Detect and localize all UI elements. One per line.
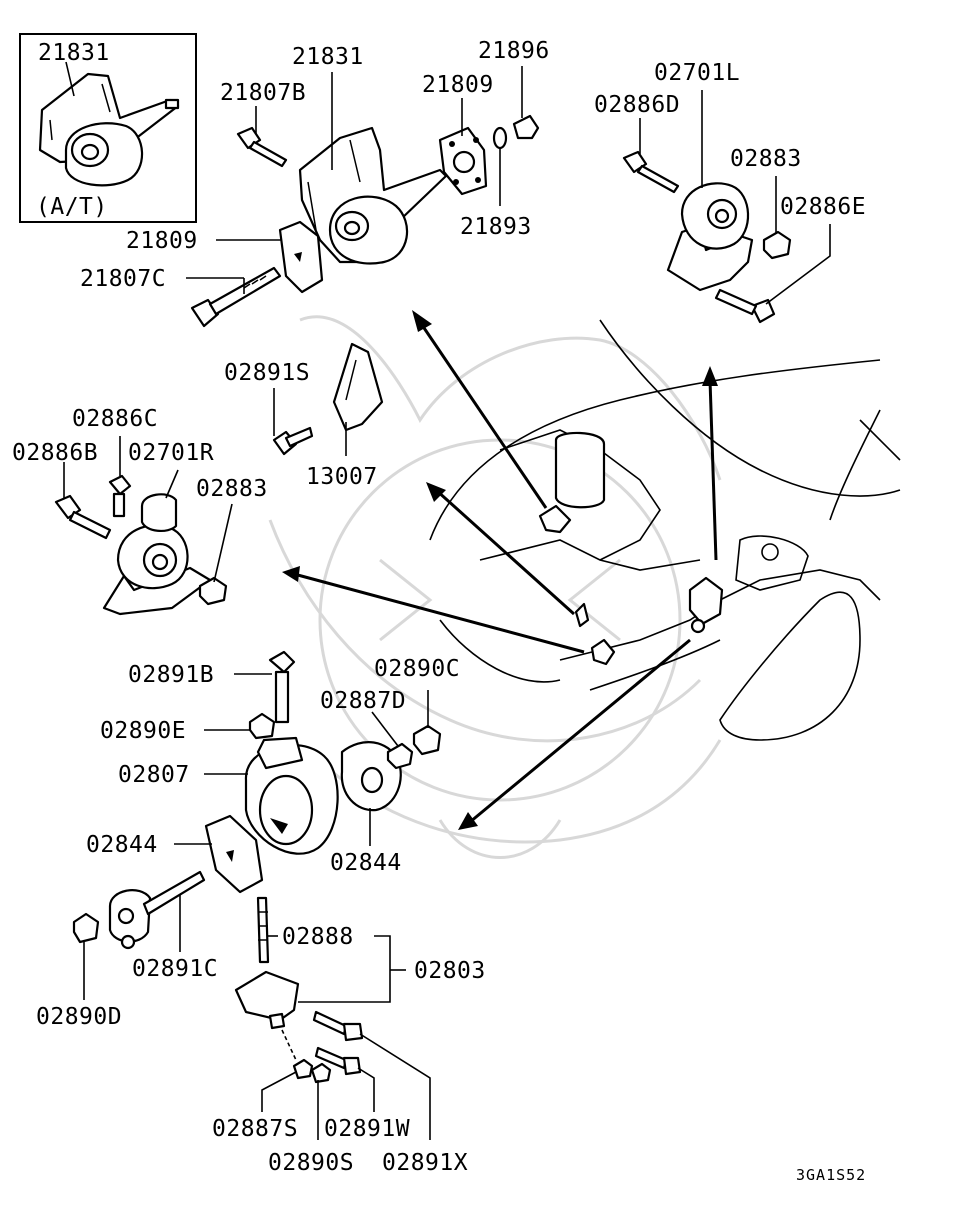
label-02886E: 02886E	[780, 194, 866, 220]
mount-02701R	[102, 524, 212, 616]
label-21809-left: 21809	[126, 228, 198, 254]
bolt-02891S	[272, 426, 314, 456]
engine-mount-21831	[298, 126, 448, 265]
part-labels: 21831 (A/T) 21831 21807B 21896 21809 218…	[12, 38, 866, 1184]
nut-02890D	[72, 912, 100, 944]
label-02701L: 02701L	[654, 60, 740, 86]
collar-02701R	[140, 493, 178, 532]
arrowhead-02701R	[282, 566, 300, 582]
bolt-02891B	[268, 650, 296, 724]
nut-02890E	[248, 712, 276, 740]
nut-02883-left	[198, 576, 228, 606]
inset-mount-icon	[38, 72, 180, 187]
label-02883-right: 02883	[730, 146, 802, 172]
label-13007: 13007	[306, 464, 378, 490]
inset-at-mount	[19, 33, 197, 223]
arrow-to-02701R	[293, 572, 585, 654]
bolt-02886B	[54, 494, 112, 540]
arrow-to-02701L	[708, 379, 718, 561]
bolt-02891C	[108, 870, 206, 950]
label-02883-left: 02883	[196, 476, 268, 502]
bolt-21807B	[236, 126, 288, 168]
label-02844-right: 02844	[330, 850, 402, 876]
stopper-02844-left	[204, 814, 264, 894]
bolt-02891X	[312, 1010, 364, 1042]
label-02844-left: 02844	[86, 832, 158, 858]
stopper-21809-left	[278, 220, 324, 294]
label-02807: 02807	[118, 762, 190, 788]
washer-21893	[492, 126, 508, 150]
stopper-21809-right	[438, 126, 488, 196]
label-21896: 21896	[478, 38, 550, 64]
arrow-to-02807	[469, 638, 691, 824]
label-02890C: 02890C	[374, 656, 460, 682]
bolt-21807C	[190, 266, 282, 328]
label-02886C: 02886C	[72, 406, 158, 432]
label-02886D: 02886D	[594, 92, 680, 118]
bolt-02891W	[314, 1046, 362, 1076]
label-21831: 21831	[292, 44, 364, 70]
label-02886B: 02886B	[12, 440, 98, 466]
label-02888: 02888	[282, 924, 354, 950]
bracket-02803	[234, 970, 300, 1030]
diagram-code: 3GA1S52	[796, 1166, 866, 1184]
locator-arrows	[282, 310, 718, 830]
nut-02890S	[310, 1062, 332, 1084]
label-21807C: 21807C	[80, 266, 166, 292]
nut-02887S	[292, 1058, 314, 1080]
leader-lines	[63, 66, 831, 1140]
bolt-02886E	[714, 288, 776, 324]
label-inset-caption: (A/T)	[36, 194, 108, 220]
label-02891W: 02891W	[324, 1116, 410, 1142]
bolt-02886C	[108, 474, 132, 518]
label-02701R: 02701R	[128, 440, 214, 466]
label-02890D: 02890D	[36, 1004, 122, 1030]
inset-frame	[19, 33, 197, 223]
stopper-02844-right	[340, 741, 402, 812]
stud-02888	[256, 896, 270, 964]
arrowhead-02701L	[702, 366, 718, 386]
arrowhead-13007	[426, 482, 446, 502]
nut-02883-right	[762, 230, 792, 260]
bracket-13007	[332, 342, 384, 432]
vehicle-body-outline	[429, 319, 901, 741]
mount-02701L	[666, 182, 754, 292]
label-21893: 21893	[460, 214, 532, 240]
label-02891C: 02891C	[132, 956, 218, 982]
label-02887D: 02887D	[320, 688, 406, 714]
arrow-to-21831	[418, 321, 548, 509]
arrowhead-02807	[458, 812, 478, 830]
nut-21896	[512, 114, 540, 140]
mount-02807	[244, 736, 339, 855]
nut-02890C	[412, 724, 442, 756]
label-02890S: 02890S	[268, 1150, 354, 1176]
label-21809-top: 21809	[422, 72, 494, 98]
arrow-to-13007	[434, 488, 576, 616]
arrowhead-21831	[412, 310, 432, 332]
label-02890E: 02890E	[100, 718, 186, 744]
label-02891X: 02891X	[382, 1150, 468, 1176]
label-02891B: 02891B	[128, 662, 214, 688]
nut-02887D	[386, 742, 414, 770]
label-02887S: 02887S	[212, 1116, 298, 1142]
label-02891S: 02891S	[224, 360, 310, 386]
label-21807B: 21807B	[220, 80, 306, 106]
label-inset-21831: 21831	[38, 40, 110, 66]
bolt-02886D	[622, 150, 680, 194]
label-02803: 02803	[414, 958, 486, 984]
